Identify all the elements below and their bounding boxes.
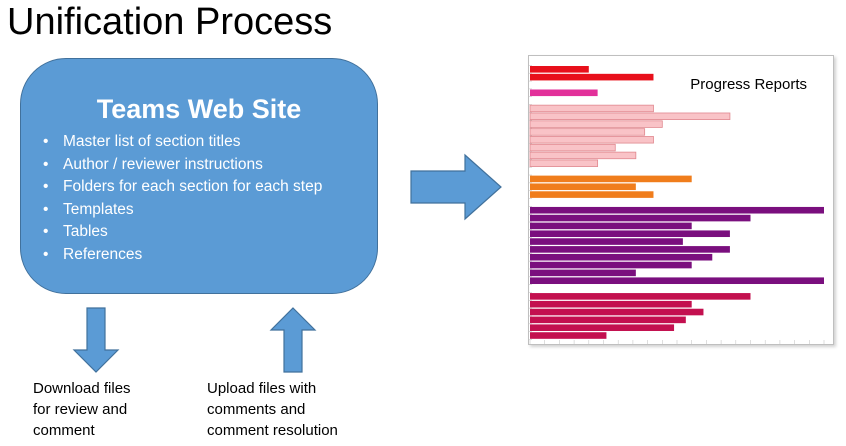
progress-bar	[530, 261, 692, 269]
upload-caption-line: comment resolution	[207, 422, 338, 439]
progress-bar	[529, 120, 663, 128]
progress-bar	[530, 308, 704, 316]
progress-bar	[530, 222, 692, 230]
progress-bar	[530, 206, 824, 214]
down-arrow-icon	[72, 307, 120, 373]
teams-web-site-box: Teams Web Site Master list of section ti…	[20, 58, 378, 294]
progress-bar	[530, 277, 824, 285]
download-caption: Download files for review and comment	[33, 378, 131, 441]
progress-bar	[530, 89, 598, 97]
up-arrow-icon	[269, 307, 317, 373]
teams-web-site-list: Master list of section titles Author / r…	[43, 131, 322, 266]
progress-bar	[530, 66, 589, 73]
progress-bar	[529, 151, 637, 160]
progress-report-title: Progress Reports	[690, 76, 807, 93]
progress-bar	[530, 230, 730, 238]
upload-caption: Upload files with comments and comment r…	[207, 378, 338, 441]
site-list-item: Master list of section titles	[43, 131, 322, 154]
progress-bar	[530, 238, 683, 245]
download-caption-line: comment	[33, 422, 95, 439]
page-title: Unification Process	[7, 1, 333, 43]
progress-bar	[530, 73, 654, 81]
progress-bar	[529, 143, 616, 152]
progress-bar	[529, 112, 731, 120]
progress-bar	[530, 269, 636, 277]
progress-report-bars	[529, 65, 825, 344]
right-arrow-shape	[410, 153, 502, 221]
download-caption-line: Download files	[33, 380, 131, 397]
progress-bar	[529, 128, 646, 136]
up-arrow-shape	[269, 307, 317, 373]
site-list-item: Author / reviewer instructions	[43, 154, 322, 177]
progress-bar	[530, 175, 692, 183]
progress-bar	[530, 324, 675, 331]
upload-caption-line: comments and	[207, 401, 306, 418]
right-arrow-icon	[410, 153, 502, 221]
progress-bar	[530, 214, 751, 222]
download-caption-line: for review and	[33, 401, 128, 418]
progress-bar	[530, 253, 713, 261]
progress-bar	[530, 191, 654, 198]
progress-bar	[530, 332, 607, 339]
progress-bar	[530, 316, 686, 324]
progress-bar	[530, 293, 751, 300]
progress-bar	[530, 246, 730, 253]
progress-bar	[530, 300, 692, 308]
progress-bar	[529, 159, 599, 167]
down-arrow-shape	[72, 307, 120, 373]
site-list-item: Templates	[43, 199, 322, 222]
teams-web-site-title: Teams Web Site	[96, 94, 302, 124]
progress-bar	[530, 183, 636, 191]
progress-bar	[529, 136, 654, 144]
upload-caption-line: Upload files with	[207, 380, 317, 397]
site-list-item: Tables	[43, 221, 322, 244]
site-list-item: References	[43, 244, 322, 267]
site-list-item: Folders for each section for each step	[43, 176, 322, 199]
progress-report-chart: Progress Reports	[528, 55, 834, 345]
progress-bar	[529, 104, 654, 113]
